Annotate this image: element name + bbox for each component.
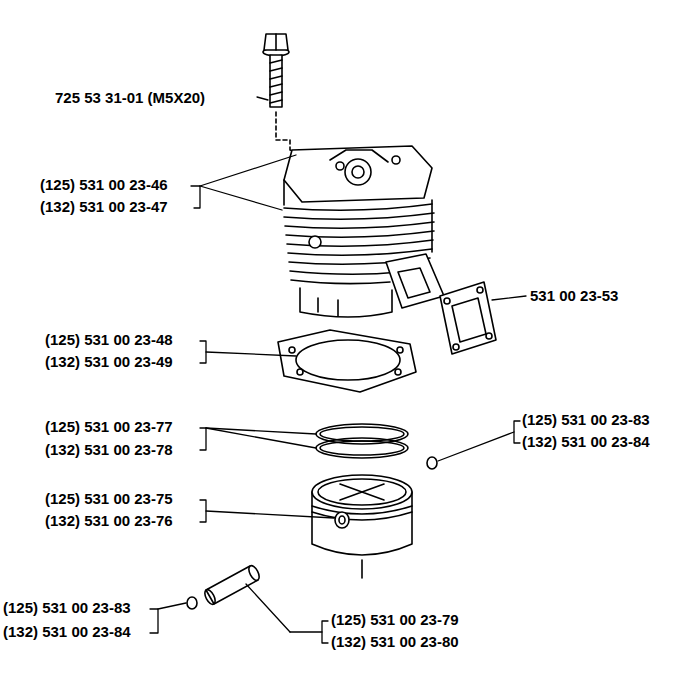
part-number: (125) 531 00 23-83: [522, 411, 650, 429]
base-gasket-part: [289, 347, 295, 353]
piston-rings-part: [320, 427, 404, 441]
cylinder-part: [392, 156, 400, 164]
leader-lines-part: [158, 603, 186, 609]
cylinder-part: [386, 254, 444, 308]
leader-lines: [150, 97, 526, 643]
cylinder-part: [284, 146, 432, 202]
leader-lines-part: [200, 155, 296, 186]
exhaust-gasket-part: [453, 344, 459, 350]
base-gasket-part: [278, 330, 416, 392]
base-gasket-part: [395, 369, 401, 375]
leader-lines-part: [257, 97, 268, 100]
leader-lines-part: [200, 341, 206, 363]
leader-lines-part: [191, 186, 200, 208]
part-number: (125) 531 00 23-48: [45, 331, 173, 349]
part-number: (132) 531 00 23-47: [40, 198, 168, 216]
screw-part: [275, 34, 277, 50]
cylinder-part: [352, 166, 364, 178]
cylinder-part: [431, 200, 433, 252]
exhaust-gasket-part: [452, 298, 486, 342]
screw-part: [270, 60, 282, 103]
cylinder-part: [336, 162, 344, 170]
piston-part: [318, 479, 406, 505]
leader-lines-part: [290, 631, 322, 632]
piston-rings-part: [320, 441, 404, 455]
piston-part: [340, 484, 384, 500]
base-gasket-part: [297, 369, 303, 375]
cylinder-part: [318, 298, 338, 316]
exhaust-gasket-part: [477, 287, 483, 293]
part-number: 531 00 23-53: [530, 287, 618, 305]
leader-lines-part: [200, 500, 206, 522]
piston-pin-part: [203, 588, 218, 606]
exhaust-gasket: [440, 282, 496, 354]
leader-lines-part: [492, 296, 526, 300]
part-number: (132) 531 00 23-84: [3, 623, 131, 641]
part-number: (125) 531 00 23-77: [45, 418, 173, 436]
wire-clip: [187, 457, 437, 609]
part-number: (132) 531 00 23-80: [331, 633, 459, 651]
part-number: (132) 531 00 23-49: [45, 353, 173, 371]
leader-lines-part: [514, 421, 520, 443]
screw-part: [270, 55, 282, 107]
leader-lines-part: [206, 428, 316, 448]
piston-part: [361, 560, 363, 578]
cylinder: [284, 146, 444, 317]
piston: [312, 475, 412, 578]
piston-rings-part: [316, 438, 408, 458]
leader-lines-part: [150, 609, 158, 633]
piston-pin-part: [247, 564, 262, 582]
piston-part: [335, 512, 349, 528]
part-number: (132) 531 00 23-76: [45, 512, 173, 530]
cylinder-part: [283, 180, 285, 205]
leader-lines-part: [206, 511, 334, 518]
leader-lines-part: [200, 186, 282, 210]
cylinder-part: [330, 150, 388, 162]
leader-lines-part: [200, 428, 206, 450]
cylinder-part: [345, 159, 371, 185]
exhaust-gasket-part: [444, 298, 450, 304]
piston-pin: [203, 564, 262, 606]
base-gasket-part: [296, 340, 400, 380]
leader-lines-part: [206, 352, 296, 356]
cylinder-part: [398, 268, 430, 298]
piston-rings: [316, 424, 408, 458]
cylinder-part: [309, 236, 321, 248]
base-gasket: [278, 330, 416, 392]
part-number: 725 53 31-01 (M5X20): [55, 89, 205, 107]
part-number: (132) 531 00 23-78: [45, 441, 173, 459]
wire-clip-part: [187, 597, 197, 609]
exhaust-gasket-part: [440, 282, 496, 354]
part-number: (132) 531 00 23-84: [522, 433, 650, 451]
leader-lines-part: [246, 584, 290, 632]
wire-clip-part: [427, 457, 437, 469]
piston-part: [312, 475, 412, 509]
part-number: (125) 531 00 23-83: [3, 599, 131, 617]
part-number: (125) 531 00 23-46: [40, 176, 168, 194]
leader-lines-part: [322, 621, 328, 643]
screw: [263, 34, 338, 166]
base-gasket-part: [397, 347, 403, 353]
exhaust-gasket-part: [486, 333, 492, 339]
part-number: (125) 531 00 23-79: [331, 611, 459, 629]
piston-part: [339, 516, 345, 524]
leader-lines-part: [438, 432, 514, 461]
part-number: (125) 531 00 23-75: [45, 490, 173, 508]
cylinder-part: [300, 288, 392, 317]
screw-part: [264, 34, 288, 50]
